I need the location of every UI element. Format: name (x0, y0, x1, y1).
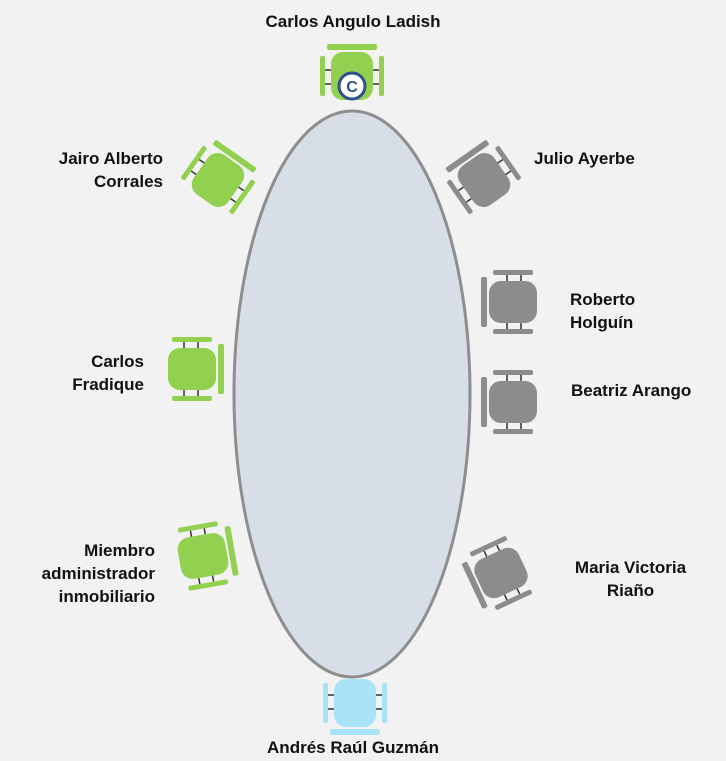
chair-armrest-left (447, 179, 473, 214)
seat-label-maria-riano: Maria Victoria Riaño (574, 558, 687, 600)
chair-armrest-right (493, 370, 533, 375)
seat-label-andres-guzman: Andrés Raúl Guzmán (267, 738, 439, 757)
chair-armrest-right (229, 179, 255, 214)
chair-armrest-left (178, 521, 218, 533)
chair-armrest-left (382, 683, 387, 723)
chair-roberto-holguin (481, 270, 537, 334)
chair-arm-joint (516, 588, 521, 595)
chair-back (224, 526, 239, 576)
chair-arm-joint (483, 550, 488, 557)
chair-armrest-left (493, 329, 533, 334)
seat-label-carlos-fradique: Carlos Fradique (72, 352, 144, 394)
chair-seat (177, 533, 229, 579)
chair-back (218, 344, 224, 394)
chair-armrest-left (172, 337, 212, 342)
chair-back (445, 140, 489, 173)
chair-armrest-left (493, 429, 533, 434)
chair-arm-joint (211, 575, 215, 582)
chair-arm-joint (198, 158, 205, 164)
seat-label-miembro-admin: Miembro administrador inmobiliario (41, 541, 155, 606)
chair-jairo-corrales (181, 140, 257, 214)
chair-seat (489, 381, 537, 423)
seat-label-roberto-holguin: Roberto Holguín (570, 290, 636, 332)
chair-back (330, 729, 380, 735)
chair-miembro-admin (177, 521, 239, 591)
chair-arm-joint (190, 170, 197, 176)
chair-arm-joint (458, 186, 464, 192)
chair-maria-riano (462, 536, 532, 610)
seat-label-beatriz-arango: Beatriz Arango (571, 381, 692, 400)
chair-julio-ayerbe (445, 140, 521, 214)
chair-seat (489, 281, 537, 323)
chair-armrest-left (320, 56, 325, 96)
chair-back (327, 44, 377, 50)
chair-arm-joint (203, 528, 207, 535)
chair-seat (457, 153, 511, 207)
seat-label-carlos-angulo: Carlos Angulo Ladish (265, 12, 441, 31)
chair-arm-joint (230, 197, 236, 203)
chairman-badge-icon: C (337, 71, 367, 101)
chair-arm-joint (466, 197, 472, 203)
chair-armrest-right (495, 146, 521, 181)
chair-arm-joint (189, 530, 193, 537)
chair-arm-joint (505, 170, 512, 176)
chair-armrest-left (494, 589, 532, 610)
chair-seat (168, 348, 216, 390)
chair-back (213, 140, 257, 173)
chair-armrest-right (172, 396, 212, 401)
chair-seat (191, 153, 245, 207)
boardroom-table (232, 109, 472, 679)
chair-andres-guzman (323, 679, 387, 735)
chair-arm-joint (497, 158, 504, 164)
chair-armrest-right (493, 270, 533, 275)
chair-beatriz-arango (481, 370, 537, 434)
chair-armrest-right (470, 536, 508, 557)
chair-carlos-fradique (168, 337, 224, 401)
chair-armrest-right (379, 56, 384, 96)
seat-label-jairo-corrales: Jairo Alberto Corrales (58, 149, 163, 191)
chair-arm-joint (496, 544, 501, 551)
seat-label-julio-ayerbe: Julio Ayerbe (534, 149, 635, 168)
chairman-badge-letter: C (346, 79, 358, 96)
chair-armrest-left (181, 146, 207, 181)
chair-armrest-right (188, 579, 228, 591)
chair-arm-joint (198, 577, 201, 585)
chair-seat (334, 679, 376, 727)
chair-seat (474, 547, 528, 599)
chair-armrest-right (323, 683, 328, 723)
chair-back (481, 377, 487, 427)
chair-arm-joint (503, 594, 508, 601)
chair-back (481, 277, 487, 327)
chair-arm-joint (238, 186, 244, 192)
chair-back (462, 561, 488, 609)
